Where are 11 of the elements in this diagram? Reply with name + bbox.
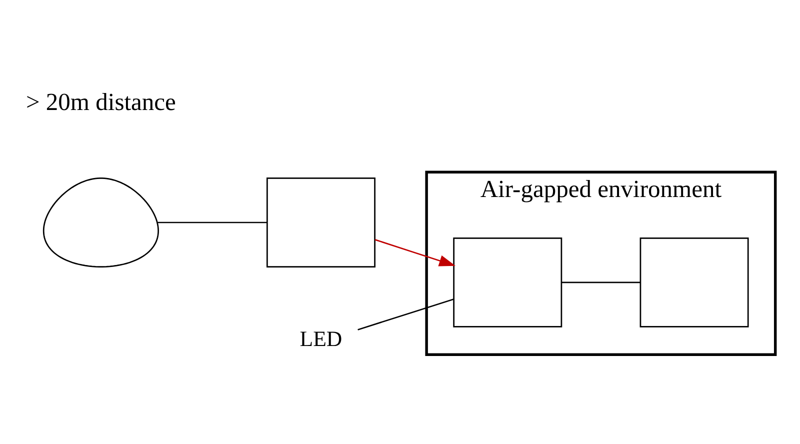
node-person: [42, 177, 159, 267]
connector: [562, 281, 640, 283]
arrow: [374, 238, 456, 266]
node-box: [266, 177, 376, 267]
node-text: LED: [300, 326, 342, 351]
cluster: Air-gapped environment: [425, 170, 777, 356]
connector: [158, 221, 267, 223]
node-box: [453, 236, 562, 327]
label: > 20m distance: [26, 88, 176, 116]
node-box: [640, 236, 749, 327]
connector: [358, 298, 454, 330]
